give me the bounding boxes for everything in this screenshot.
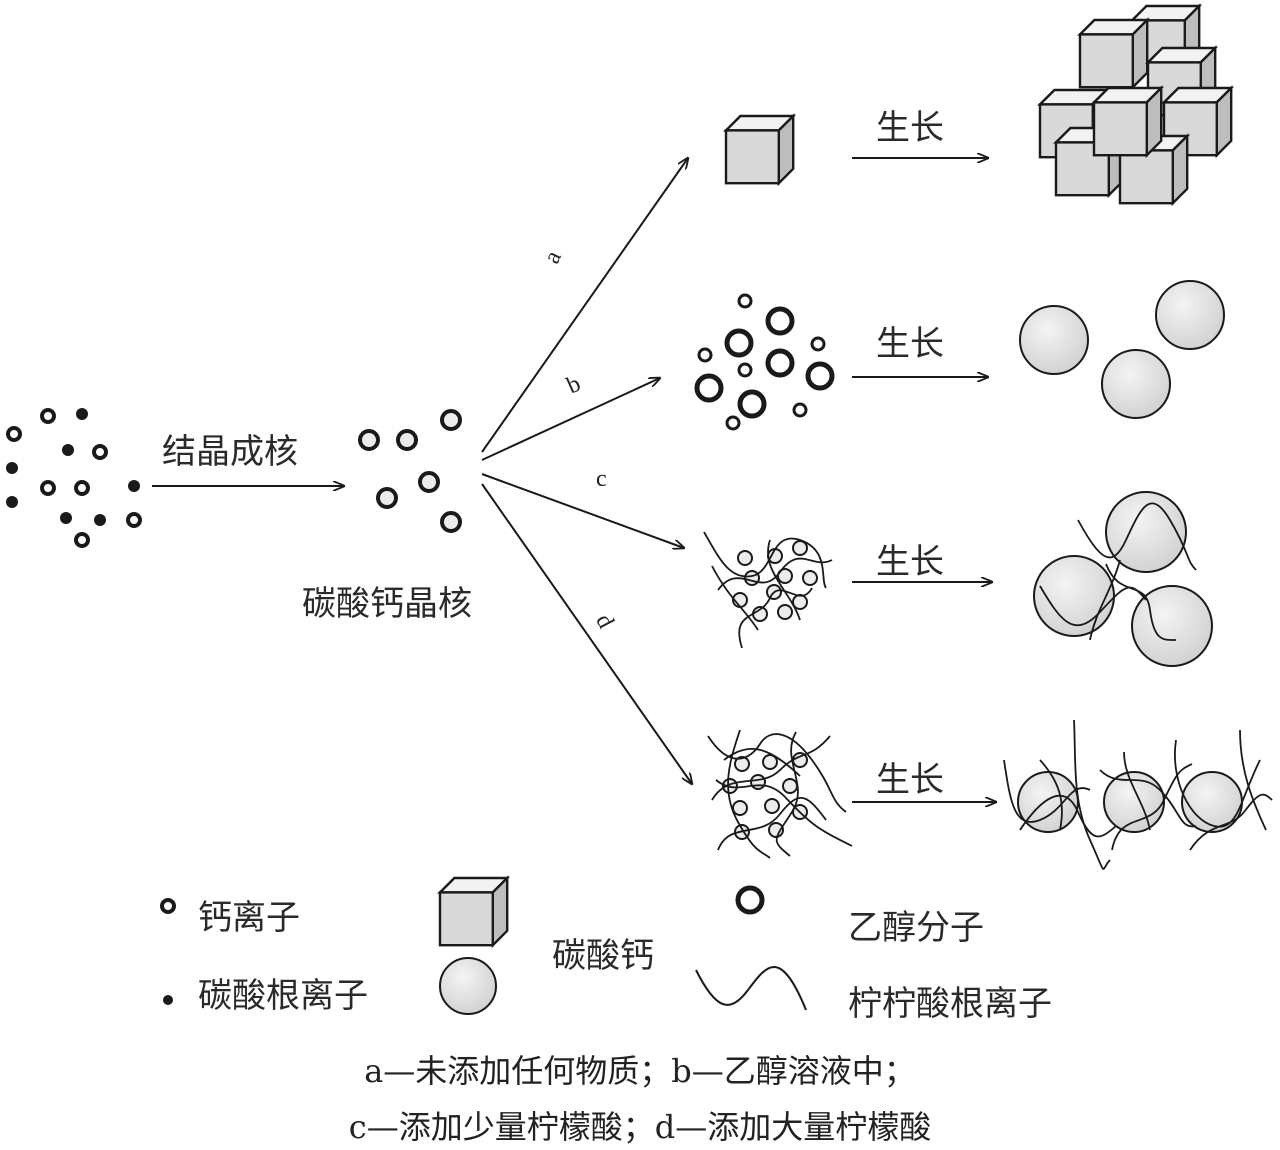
- caption-line-1: a—未添加任何物质；b—乙醇溶液中；: [364, 1052, 916, 1090]
- citrate-cluster-c: [703, 531, 833, 649]
- legend-citrate-wave-icon: [695, 966, 807, 1011]
- carbonate-ions-cluster: [6, 408, 140, 526]
- growth-label-a: 生长: [876, 108, 944, 148]
- growth-label-b: 生长: [876, 324, 944, 364]
- legend-shapes: [160, 876, 807, 1015]
- legend-cube-icon: [438, 876, 509, 947]
- nucleus-cluster: [358, 409, 462, 533]
- arrow-b: [481, 378, 660, 461]
- legend-citrate-label: 柠柠酸根离子: [848, 984, 1052, 1024]
- caption-line-2: c—添加少量柠檬酸；d—添加大量柠檬酸: [348, 1108, 932, 1146]
- growth-label-c: 生长: [876, 542, 944, 582]
- sphere-products-c: [1033, 491, 1213, 667]
- sphere-products-d: [1003, 719, 1273, 870]
- cube-nucleus-a: [724, 114, 795, 185]
- legend-calcium-ion-icon: [160, 898, 176, 914]
- growth-label-d: 生长: [876, 760, 944, 800]
- legend-calcium-ion-label: 钙离子: [198, 898, 300, 938]
- ion-cluster: [6, 408, 142, 548]
- legend-sphere-icon: [439, 957, 497, 1015]
- nucleation-label: 结晶成核: [162, 432, 298, 472]
- arrow-c: [481, 473, 684, 548]
- legend-calcium-carbonate-label: 碳酸钙: [552, 936, 654, 976]
- legend-carbonate-ion-label: 碳酸根离子: [198, 976, 368, 1016]
- branch-arrows: [481, 158, 692, 784]
- legend-ethanol-label: 乙醇分子: [848, 908, 984, 948]
- cube-aggregate: [1038, 4, 1233, 205]
- ethanol-rings: [694, 293, 835, 431]
- legend-carbonate-ion-icon: [163, 995, 173, 1005]
- citrate-cluster-d: [707, 729, 853, 859]
- legend-ethanol-icon: [735, 885, 765, 915]
- growth-arrows: [852, 158, 996, 802]
- arrow-d: [481, 483, 692, 784]
- arrow-a: [481, 158, 688, 453]
- nucleus-label: 碳酸钙晶核: [302, 584, 472, 624]
- sphere-products-b: [1019, 280, 1225, 419]
- path-letter-c: c: [596, 466, 607, 492]
